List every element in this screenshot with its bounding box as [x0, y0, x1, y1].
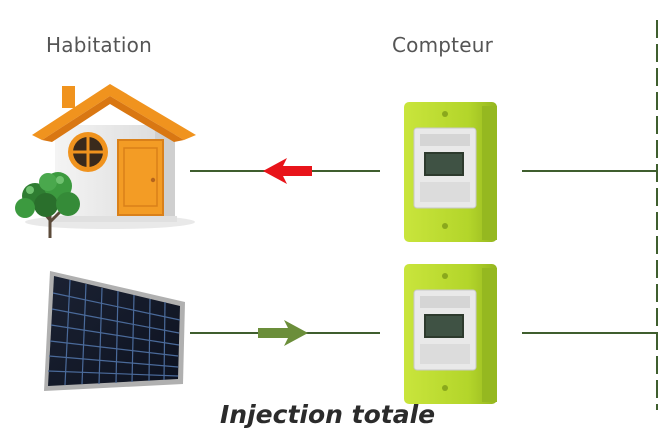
diagram-caption: Injection totale — [220, 400, 436, 429]
injection-arrow-icon — [258, 320, 308, 346]
house-icon — [25, 84, 196, 229]
solar-panel-icon — [44, 271, 185, 391]
habitation-label: Habitation — [46, 33, 152, 57]
compteur-label: Compteur — [392, 33, 494, 57]
consumption-arrow-icon — [263, 158, 312, 184]
tree-icon — [15, 172, 80, 238]
electric-meter-icon-bottom — [404, 264, 497, 404]
electric-meter-icon-top — [404, 102, 497, 242]
